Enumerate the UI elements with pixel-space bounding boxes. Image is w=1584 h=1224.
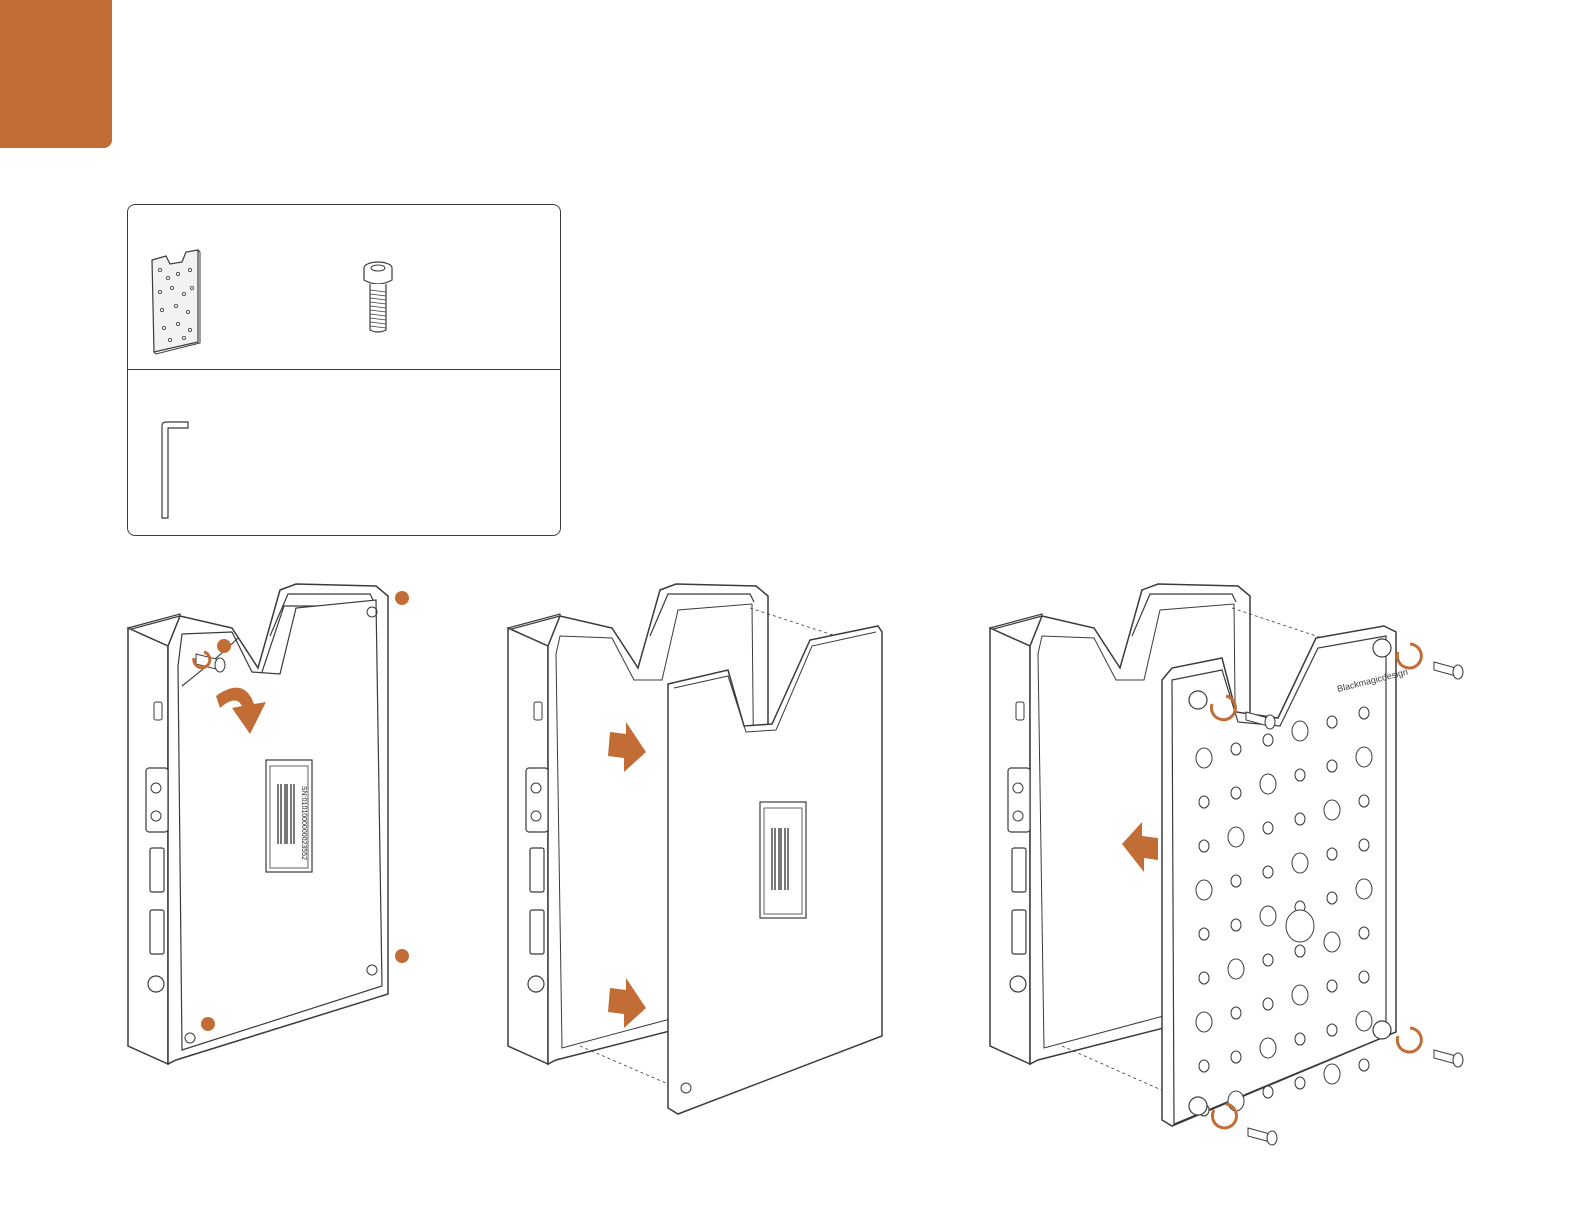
cap-screw-icon	[360, 260, 396, 336]
hex-key-icon	[156, 418, 196, 522]
label-serial: SN:0101000000023552	[300, 786, 307, 860]
remove-screw-step: SN:0101000000023552	[120, 576, 420, 1076]
section-tab	[0, 0, 112, 148]
mounting-plate-icon	[148, 248, 204, 356]
kit-divider	[128, 369, 560, 370]
remove-cover-step	[500, 576, 890, 1116]
attach-plate-step: Blackmagicdesign	[982, 576, 1472, 1156]
